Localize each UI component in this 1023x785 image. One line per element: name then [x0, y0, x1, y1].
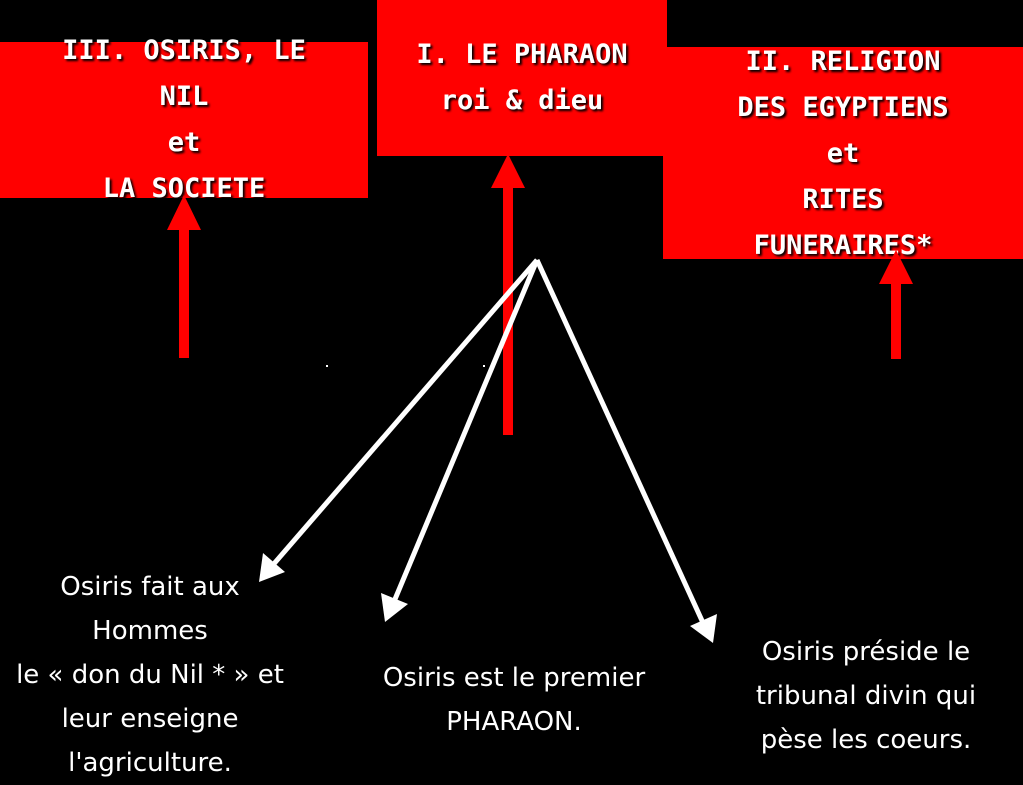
branch-arrow-middle — [381, 259, 540, 622]
caption-left-line-2: Hommes — [92, 616, 208, 646]
box-le-pharaon: I. LE PHARAON roi & dieu — [377, 0, 667, 156]
box-religion-line-5: FUNERAIRES* — [753, 230, 933, 261]
caption-osiris-premier-pharaon: Osiris est le premier PHARAON. — [355, 656, 673, 744]
up-arrow-right — [879, 250, 913, 359]
stray-dot — [326, 365, 328, 367]
stray-dot — [483, 365, 485, 367]
box-osiris-line-1: III. OSIRIS, LE — [62, 35, 306, 66]
box-religion-line-3: et — [826, 138, 860, 169]
caption-right-line-1: Osiris préside le — [761, 637, 971, 667]
caption-right-line-2: tribunal divin qui — [755, 681, 977, 711]
box-religion-line-4: RITES — [802, 184, 884, 215]
caption-left-line-3: le « don du Nil * » et — [16, 660, 284, 690]
box-pharaon-tab — [657, 0, 667, 42]
box-pharaon-line-2: roi & dieu — [440, 85, 604, 116]
arrows-layer — [167, 154, 913, 643]
caption-osiris-don-du-nil: Osiris fait aux Hommes le « don du Nil *… — [0, 565, 300, 785]
box-pharaon-line-1: I. LE PHARAON — [416, 39, 628, 70]
branch-arrow-left — [259, 258, 539, 582]
box-osiris-line-2: NIL — [159, 81, 209, 112]
caption-osiris-tribunal: Osiris préside le tribunal divin qui pès… — [735, 630, 997, 762]
caption-left-line-5: l'agriculture. — [68, 748, 232, 778]
box-religion-line-1: II. RELIGION — [745, 46, 941, 77]
caption-right-line-3: pèse les coeurs. — [760, 725, 972, 755]
box-religion-rites: II. RELIGION DES EGYPTIENS et RITES FUNE… — [663, 46, 1023, 261]
box-osiris-line-3: et — [167, 127, 201, 158]
caption-middle-line-1: Osiris est le premier — [382, 663, 646, 693]
branch-arrow-right — [534, 258, 717, 643]
caption-left-line-4: leur enseigne — [61, 704, 239, 734]
up-arrow-middle — [491, 154, 525, 435]
caption-left-line-1: Osiris fait aux — [60, 572, 240, 602]
box-religion-line-2: DES EGYPTIENS — [737, 92, 949, 123]
up-arrow-left — [167, 195, 201, 358]
caption-middle-line-2: PHARAON. — [446, 707, 582, 737]
